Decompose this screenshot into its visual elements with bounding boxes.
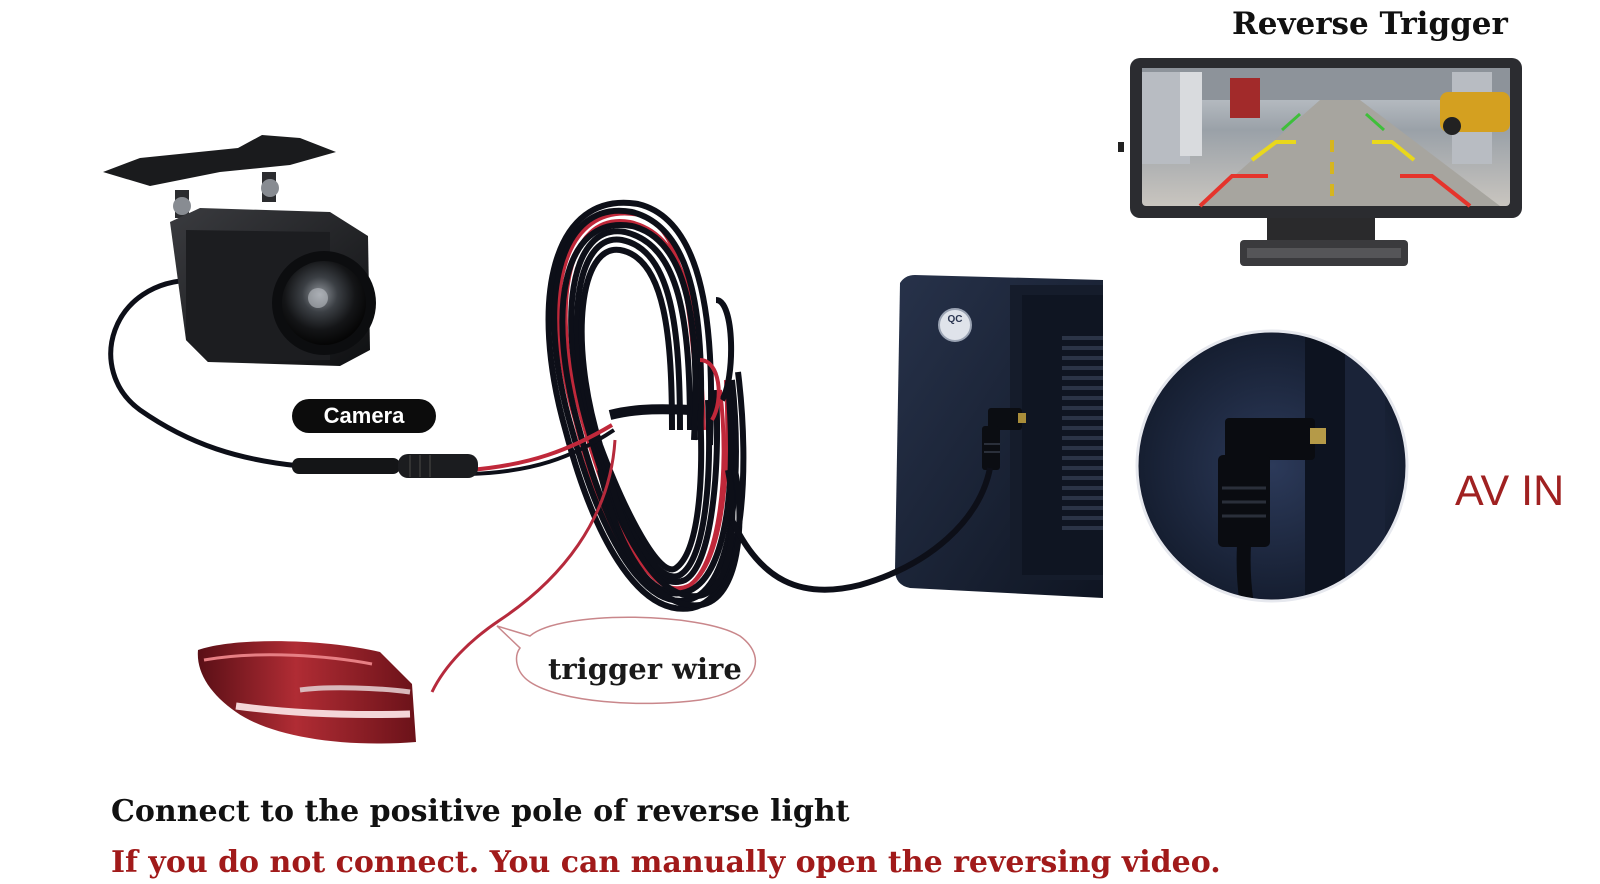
trigger-wire (430, 439, 617, 693)
tail-light (197, 641, 416, 744)
warning-caption: If you do not connect. You can manually … (111, 845, 1221, 880)
av-in-label: AV IN (1455, 467, 1565, 515)
monitor-display (1118, 58, 1522, 266)
monitor-rear-panel: QC (895, 275, 1103, 598)
diagram-title: Reverse Trigger (1232, 6, 1508, 42)
trigger-wire-callout (496, 616, 757, 705)
av-in-plug (982, 408, 1026, 470)
camera-label: Camera (292, 399, 436, 433)
rear-camera (103, 135, 478, 478)
camera-cable-red (469, 423, 614, 472)
qc-badge-text: QC (948, 314, 963, 325)
av-in-zoom-circle (1135, 329, 1409, 603)
qc-sticker: QC (938, 308, 972, 342)
av-cable (729, 467, 993, 593)
trigger-wire-label: trigger wire (548, 652, 742, 686)
vent-grille (1062, 336, 1103, 530)
camera-cable-black (469, 428, 616, 476)
instruction-caption: Connect to the positive pole of reverse … (111, 794, 850, 829)
